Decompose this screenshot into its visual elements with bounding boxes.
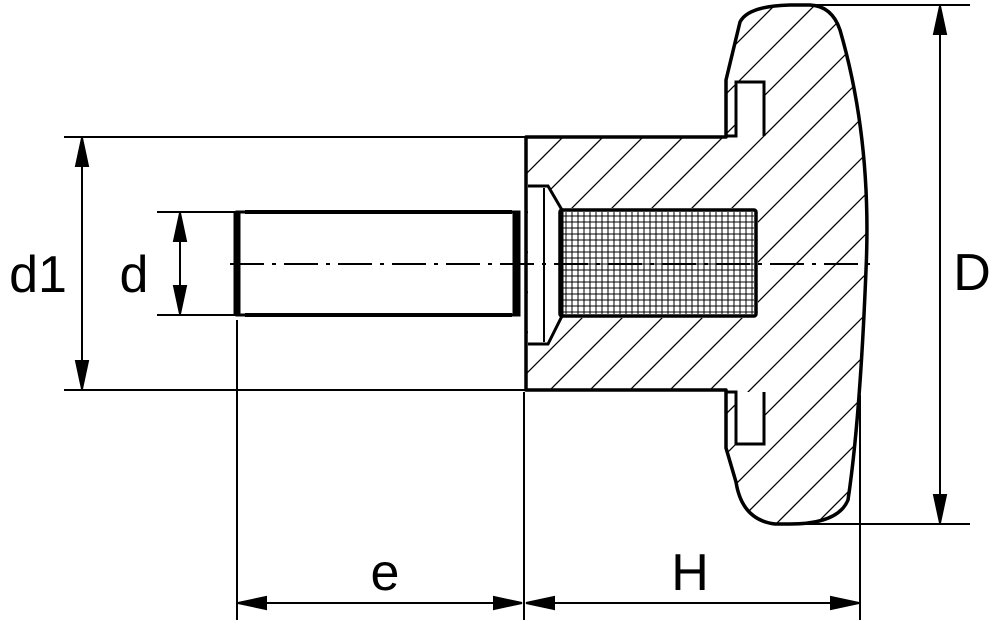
D-arrow-bottom xyxy=(932,494,948,524)
d-arrow-top xyxy=(172,212,188,242)
e-arrow-left xyxy=(237,595,267,611)
dimension-lines xyxy=(74,5,948,611)
upper-notch xyxy=(726,80,766,138)
H-arrow-right xyxy=(830,595,860,611)
d1-arrow-bottom xyxy=(74,360,90,390)
label-d: d xyxy=(120,246,149,304)
e-arrow-right xyxy=(493,595,523,611)
lower-notch xyxy=(726,390,766,446)
label-D: D xyxy=(953,244,991,302)
extension-lines xyxy=(64,4,970,620)
label-H: H xyxy=(671,544,709,602)
d1-arrow-top xyxy=(74,137,90,167)
label-e: e xyxy=(371,544,400,602)
H-arrow-left xyxy=(525,595,555,611)
D-arrow-top xyxy=(932,5,948,35)
label-d1: d1 xyxy=(9,246,67,304)
d-arrow-bottom xyxy=(172,285,188,315)
